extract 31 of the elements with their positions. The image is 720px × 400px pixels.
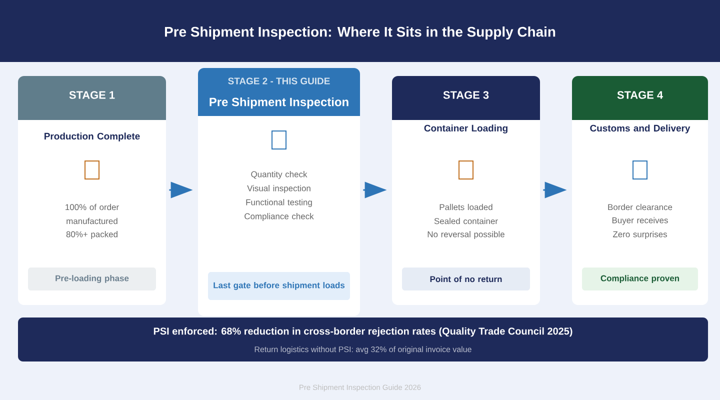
title-banner: Pre Shipment Inspection: Where It Sits in the Supply Chain <box>0 0 720 62</box>
stage-card <box>392 76 540 305</box>
stat-banner <box>18 318 708 362</box>
checklist-item: 100% of order manufactured <box>66 204 119 224</box>
stage-header: STAGE 1 <box>69 91 115 99</box>
stage-header: STAGE 4 <box>617 91 663 99</box>
checklist-item: Buyer receives <box>612 217 668 225</box>
status-badge: Point of no return <box>402 268 530 290</box>
checklist-item: Compliance check <box>244 213 314 221</box>
checklist-item: Border clearance <box>608 204 672 210</box>
stage-header: STAGE 3 <box>443 91 489 99</box>
checklist-item: Quantity check <box>251 171 308 179</box>
checklist-item: 80%+ packed <box>66 231 118 239</box>
status-badge: Last gate before shipment loads <box>208 272 350 300</box>
status-badge: Compliance proven <box>582 268 698 290</box>
stage-card <box>18 76 166 305</box>
checklist-item: Visual inspection <box>247 185 310 193</box>
checklist-item: Pallets loaded <box>440 204 492 210</box>
checklist-item: Sealed container <box>434 218 498 224</box>
status-badge: Pre-loading phase <box>28 268 156 290</box>
stage-title: Customs and Delivery <box>590 124 690 134</box>
checklist-item: Zero surprises <box>612 231 667 239</box>
stage-card <box>198 68 360 316</box>
stat-headline: PSI enforced: 68% reduction in cross-border rejection rates (Quality Trade Council 2025) <box>154 327 572 337</box>
checklist-item: Functional testing <box>246 199 312 207</box>
stage-title: Container Loading <box>424 124 508 134</box>
stage-title: Production Complete <box>44 132 140 142</box>
stage-card <box>572 76 708 305</box>
checklist-item: No reversal possible <box>428 231 504 239</box>
stage-header: Pre Shipment Inspection <box>210 97 348 109</box>
stage-header: STAGE 2 - THIS GUIDE <box>228 78 330 84</box>
